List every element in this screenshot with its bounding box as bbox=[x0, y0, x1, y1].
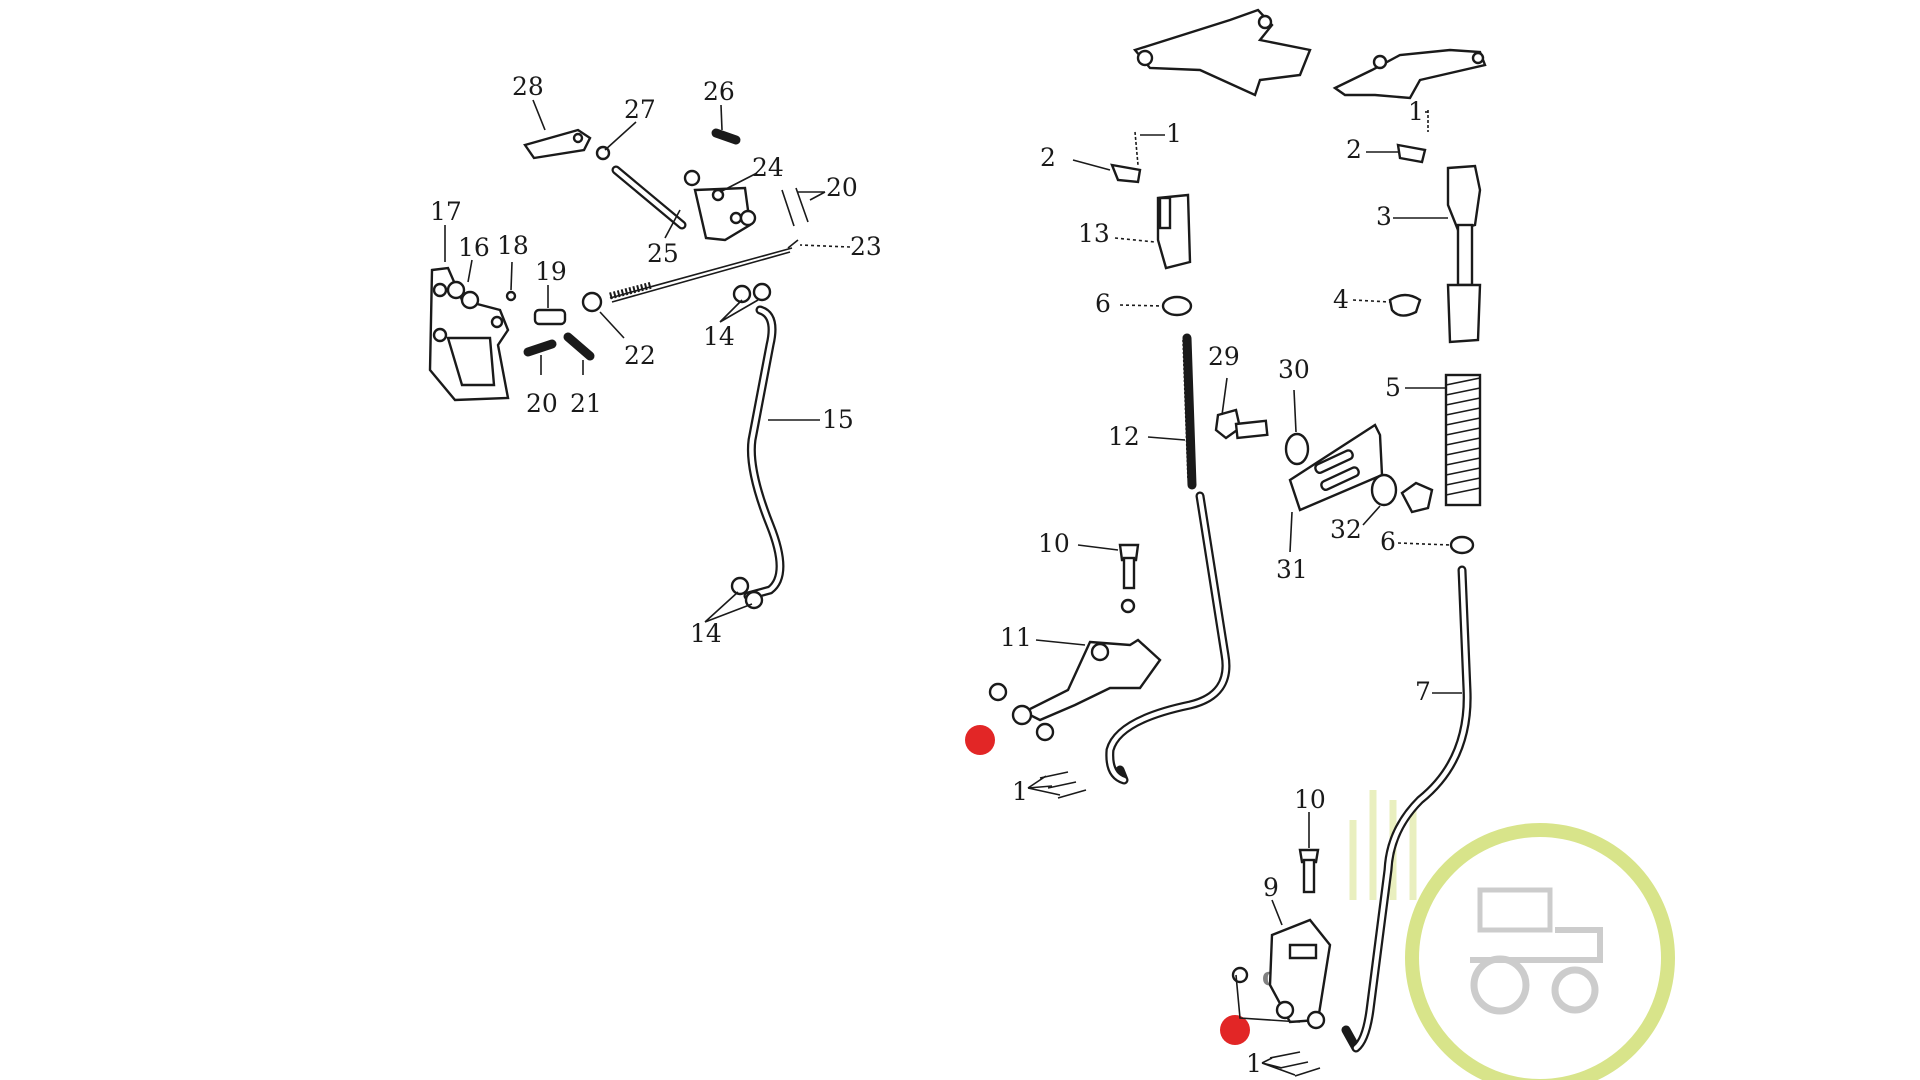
clevis-3 bbox=[1446, 164, 1482, 232]
callout-5: 5 bbox=[1385, 373, 1401, 402]
callout-labels: 28 27 26 24 20 23 25 17 16 18 19 22 14 2… bbox=[430, 72, 1431, 1078]
highlight-dot bbox=[1220, 1015, 1250, 1045]
pin-2b bbox=[1396, 143, 1427, 164]
callout-21: 21 bbox=[570, 389, 602, 418]
callout-16: 16 bbox=[458, 233, 490, 262]
callout-17: 17 bbox=[430, 197, 462, 226]
callout-10: 10 bbox=[1294, 785, 1326, 814]
plate-31 bbox=[1288, 423, 1384, 512]
callout-27: 27 bbox=[624, 95, 656, 124]
callout-12: 12 bbox=[1108, 422, 1140, 451]
pedal-bracket-assembly bbox=[428, 128, 809, 610]
callout-28: 28 bbox=[512, 72, 544, 101]
tractor-icon bbox=[1470, 887, 1603, 1015]
upper-arm-right bbox=[1332, 48, 1487, 100]
callout-18: 18 bbox=[497, 231, 529, 260]
washer-30 bbox=[1284, 432, 1310, 466]
callout-11: 11 bbox=[1000, 623, 1032, 652]
callout-14: 14 bbox=[703, 322, 735, 351]
callout-3: 3 bbox=[1376, 202, 1392, 231]
lever-11 bbox=[1021, 638, 1162, 722]
callout-14: 14 bbox=[690, 619, 722, 648]
bushing-16 bbox=[446, 280, 466, 300]
callout-29: 29 bbox=[1208, 342, 1240, 371]
spring-5 bbox=[1444, 373, 1482, 507]
callout-31: 31 bbox=[1276, 555, 1308, 584]
callout-1: 1 bbox=[1166, 119, 1182, 148]
callout-19: 19 bbox=[535, 257, 567, 286]
callout-30: 30 bbox=[1278, 355, 1310, 384]
callout-24: 24 bbox=[752, 153, 784, 182]
callout-20: 20 bbox=[826, 173, 858, 202]
pin-2 bbox=[1110, 163, 1142, 184]
nut-6b bbox=[1449, 535, 1475, 555]
gear-ring-icon bbox=[1405, 823, 1675, 1080]
callout-6: 6 bbox=[1380, 527, 1396, 556]
upper-arm-left bbox=[1132, 8, 1312, 97]
callout-15: 15 bbox=[822, 405, 854, 434]
callout-2: 2 bbox=[1040, 143, 1056, 172]
callout-13: 13 bbox=[1078, 219, 1110, 248]
callout-32: 32 bbox=[1330, 515, 1362, 544]
cup-4 bbox=[1388, 293, 1422, 317]
callout-6: 6 bbox=[1095, 289, 1111, 318]
washer-22 bbox=[581, 291, 603, 313]
callout-20: 20 bbox=[526, 389, 558, 418]
callout-9: 9 bbox=[1263, 873, 1279, 902]
callout-7: 7 bbox=[1415, 677, 1431, 706]
leader-lines bbox=[444, 99, 1462, 1076]
callout-1: 1 bbox=[1408, 97, 1424, 126]
callout-2: 2 bbox=[1346, 135, 1362, 164]
callout-10: 10 bbox=[1038, 529, 1070, 558]
callout-26: 26 bbox=[703, 77, 735, 106]
callout-22: 22 bbox=[624, 341, 656, 370]
arm-25 bbox=[693, 186, 752, 242]
nut-6a bbox=[1161, 295, 1193, 317]
highlight-dot bbox=[965, 725, 995, 755]
callout-4: 4 bbox=[1333, 285, 1349, 314]
lift-arm-assembly bbox=[988, 8, 1487, 1077]
callout-23: 23 bbox=[850, 232, 882, 261]
pin-19 bbox=[533, 308, 567, 326]
nut-32 bbox=[1400, 481, 1434, 514]
callout-25: 25 bbox=[647, 239, 679, 268]
callout-1: 1 bbox=[1012, 777, 1028, 806]
callout-1: 1 bbox=[1246, 1049, 1262, 1078]
